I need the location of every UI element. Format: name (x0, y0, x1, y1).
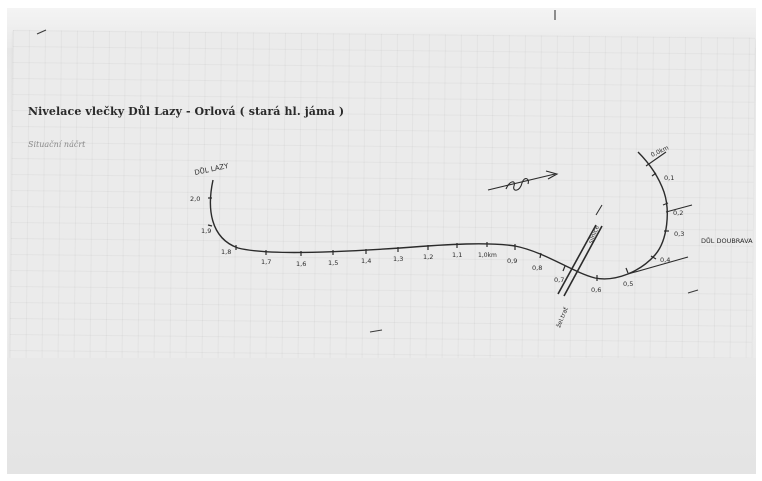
label-silnice: silnice (587, 224, 601, 244)
station-label: 0,7 (554, 276, 564, 284)
station-label: 0,9 (507, 257, 517, 265)
tick-0-1 (651, 172, 657, 177)
north-arrow-head-icon (545, 170, 559, 180)
station-label: 1,4 (361, 257, 371, 265)
station-label: 1,0km (478, 252, 497, 259)
tick-0-2 (662, 202, 669, 206)
station-label: 1,1 (452, 251, 462, 259)
stray-mark-right (687, 289, 699, 294)
station-label: 1,2 (423, 253, 433, 261)
crossing-extension (595, 204, 603, 216)
station-label: 0,3 (674, 230, 684, 238)
label-dul-lazy: DŮL LAZY (194, 161, 230, 177)
branch-line-upper (665, 204, 693, 213)
station-label: 0,1 (664, 174, 674, 182)
lower-paper-area (7, 358, 756, 474)
station-label: 2,0 (190, 195, 200, 203)
tick-1-9 (207, 224, 213, 227)
branch-line-lower (627, 256, 689, 275)
railway-track-line (209, 151, 668, 280)
branch-lines (627, 151, 693, 275)
station-label: 0,4 (660, 256, 670, 264)
document-subtitle: Situační náčrt (28, 140, 86, 149)
label-dul-doubrava: DŮL DOUBRAVA (701, 236, 753, 245)
station-labels: 2,0 1,9 1,8 1,7 1,6 1,5 1,4 1,3 1,2 1,1 … (190, 195, 633, 294)
label-zel-trat: žel.trať (555, 306, 570, 329)
crossing-rail-b (557, 224, 597, 295)
station-label: 1,3 (393, 255, 403, 263)
tick-0-5 (625, 267, 629, 274)
station-label: 1,6 (296, 260, 306, 268)
station-label: 0,5 (623, 280, 633, 288)
tick-0-8 (539, 252, 542, 259)
stray-mark-left (36, 29, 47, 35)
document-photo (7, 8, 756, 474)
document-title: Nivelace vlečky Důl Lazy - Orlová ( star… (28, 105, 345, 118)
crossing-rail-a (563, 225, 603, 297)
station-ticks (207, 172, 669, 281)
station-label: 1,7 (261, 258, 271, 266)
stray-marks (36, 10, 699, 333)
station-label: 1,8 (221, 248, 231, 256)
north-arrow-squiggle-icon (505, 178, 529, 191)
station-label: 1,9 (201, 227, 211, 235)
tick-0-4 (650, 255, 657, 260)
station-label: 0,2 (673, 209, 683, 217)
station-label: 0,6 (591, 286, 601, 294)
station-label: 1,5 (328, 259, 338, 267)
station-label: 0,8 (532, 264, 542, 272)
stray-mark-bottom (369, 329, 383, 333)
station-labels-right: 0,1 0,2 0,3 0,4 (660, 174, 684, 264)
crossing-symbol (557, 204, 603, 297)
tick-0-7 (562, 265, 566, 272)
north-arrow-shaft (487, 173, 556, 191)
branch-line-top (645, 151, 667, 167)
north-arrow (487, 170, 559, 191)
